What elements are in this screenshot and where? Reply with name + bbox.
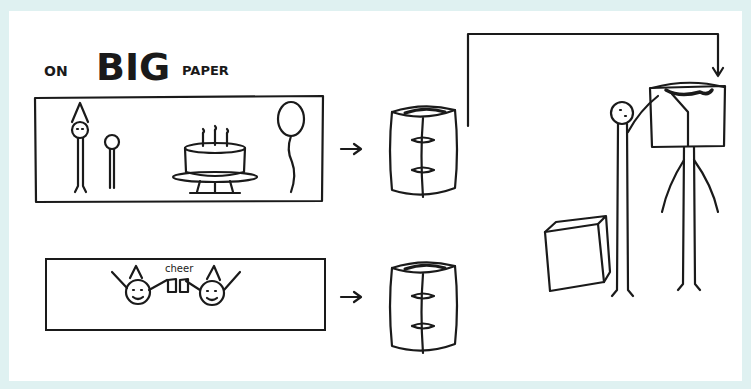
sketch-stroke — [173, 172, 257, 182]
sketch-stroke — [662, 160, 718, 212]
heading-word: ON — [44, 64, 68, 78]
sketch-stroke — [203, 130, 227, 146]
sketch-stroke — [289, 136, 295, 192]
sketch-stroke — [112, 272, 167, 290]
sketch-stroke — [412, 294, 434, 329]
sketch-stroke — [130, 266, 142, 278]
sketch-stroke — [652, 83, 724, 88]
sketch-stroke — [207, 266, 220, 280]
heading-word: BIG — [96, 48, 170, 86]
sketch-stroke — [392, 106, 455, 116]
sketch-stroke — [278, 102, 304, 136]
sketch-stroke — [545, 216, 610, 282]
leader-arrow — [468, 34, 723, 126]
arrow-mark — [341, 144, 361, 154]
arrow-mark — [341, 292, 361, 302]
sketch-stroke — [412, 138, 434, 173]
sketch-stroke — [678, 147, 700, 290]
sketch-stroke — [422, 118, 424, 197]
sketch-stroke — [422, 274, 424, 353]
sketch-stroke — [200, 281, 224, 305]
panel-note: cheer — [165, 264, 193, 274]
sketch-stroke — [197, 181, 233, 192]
floor-box — [545, 216, 610, 291]
sketch-stroke — [611, 102, 633, 124]
rolled-scroll — [390, 262, 457, 353]
sketch-stroke — [105, 135, 119, 149]
sketch-stroke — [180, 279, 188, 292]
sketch-stroke — [672, 94, 688, 146]
boxed-person — [650, 83, 725, 290]
sketch-stroke — [203, 126, 228, 133]
sketch-stroke — [168, 279, 176, 292]
rolled-scroll — [390, 106, 457, 197]
sketch-stroke — [72, 103, 88, 122]
heading-word: PAPER — [182, 64, 229, 77]
sketch-stroke — [650, 86, 725, 147]
sketch-stroke — [392, 262, 455, 272]
sketch-stroke — [207, 291, 217, 300]
sketch-stroke — [186, 272, 240, 290]
paper-ground — [9, 11, 742, 381]
sketch-stroke — [628, 96, 658, 132]
sketch-stroke — [405, 109, 445, 113]
sketch-stroke — [612, 124, 633, 296]
sketch-stroke — [110, 149, 114, 188]
party-person — [72, 103, 88, 192]
sketch-stroke — [75, 138, 86, 192]
sketch-stroke — [72, 122, 88, 138]
birthday-cake — [173, 126, 257, 193]
sketch-stroke — [133, 290, 143, 299]
sketch-stroke — [77, 128, 83, 130]
sketch-stroke — [545, 224, 604, 291]
balloon — [278, 102, 304, 192]
sketch-stroke — [35, 34, 725, 353]
sketch-stroke — [190, 192, 240, 194]
sketch-stroke — [126, 280, 150, 304]
guest-person — [105, 135, 119, 188]
sketch-stroke — [620, 110, 626, 116]
sketch-stroke — [405, 265, 445, 269]
party-panel — [35, 96, 323, 202]
cheer-panel: cheer — [45, 258, 326, 331]
